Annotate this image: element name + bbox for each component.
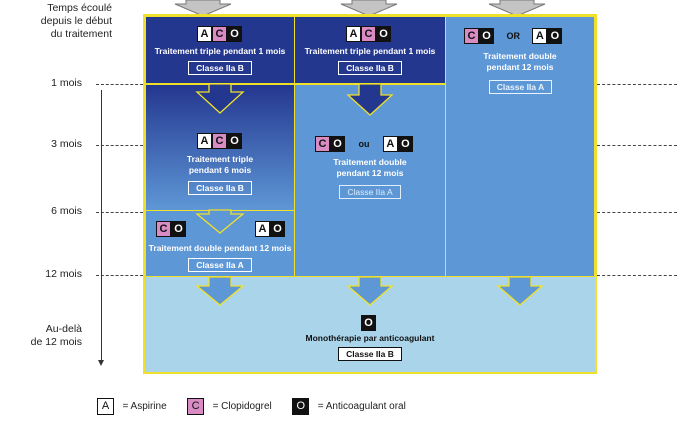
col2-box-o-left: O bbox=[330, 135, 345, 152]
timeline-header-line2: depuis le début bbox=[40, 15, 112, 27]
dash-1-mois-left bbox=[96, 84, 143, 85]
col2-mid-classe-badge: Classe IIa A bbox=[339, 185, 401, 199]
col2-mid-text: Traitement double pendant 12 mois bbox=[295, 157, 445, 179]
col3-box-a: A bbox=[532, 27, 548, 44]
col2-box-a: A bbox=[382, 135, 398, 152]
arrow-col1-6-to-12 bbox=[195, 209, 245, 234]
col3-text: Traitement double pendant 12 mois bbox=[446, 51, 594, 73]
col1-top-box-a: A bbox=[197, 25, 212, 42]
col1-mid-box-a: A bbox=[197, 132, 212, 149]
legend-box-c: C bbox=[187, 398, 205, 416]
arrow-col1-to-mono bbox=[195, 276, 245, 306]
legend-box-o: O bbox=[292, 398, 310, 416]
col1-bottom-box-o-left: O bbox=[171, 220, 186, 237]
col1-mid-text-line1: Traitement triple bbox=[186, 154, 254, 164]
col2-top-text: Traitement triple pendant 1 mois bbox=[304, 46, 436, 56]
col2-box-c: C bbox=[315, 135, 330, 152]
col1-bottom-box-o-right: O bbox=[270, 220, 285, 237]
col3-text-line2: pendant 12 mois bbox=[486, 62, 554, 72]
col1-bottom-classe-badge: Classe IIa A bbox=[188, 258, 252, 272]
arrow-col3-to-mono bbox=[496, 276, 544, 306]
col3-or-label: OR bbox=[506, 30, 520, 41]
col3-classe-badge: Classe IIa A bbox=[489, 80, 552, 94]
col3-box-o-right: O bbox=[547, 27, 563, 44]
timeline-header-line1: Temps écoulé bbox=[47, 2, 112, 14]
col2-top-classe-badge: Classe IIa B bbox=[338, 61, 402, 75]
col1-mid-box-o: O bbox=[227, 132, 242, 149]
col1-top-box-c: C bbox=[212, 25, 227, 42]
timeline-label-12-mois: 12 mois bbox=[45, 268, 82, 280]
timeline-label-de-12-mois: de 12 mois bbox=[30, 336, 82, 348]
legend-label-clopidogrel: = Clopidogrel bbox=[212, 401, 272, 413]
col1-top-classe-badge: Classe IIa B bbox=[188, 61, 252, 75]
dash-6-mois-right bbox=[597, 212, 677, 213]
timeline-label-6-mois: 6 mois bbox=[51, 205, 82, 217]
mono-box-o: O bbox=[361, 314, 376, 331]
dash-12-mois-right bbox=[597, 275, 677, 276]
top-arrow-col1 bbox=[174, 0, 232, 17]
col1-mid-classe-badge: Classe IIa B bbox=[188, 181, 252, 195]
mono-classe-badge: Classe IIa B bbox=[338, 347, 402, 361]
dash-6-mois-left bbox=[96, 212, 143, 213]
col1-top-text: Traitement triple pendant 1 mois bbox=[154, 46, 286, 56]
top-arrow-col3 bbox=[488, 0, 546, 17]
col1-top-box-o: O bbox=[227, 25, 242, 42]
legend-label-anticoagulant: = Anticoagulant oral bbox=[317, 401, 406, 413]
arrow-col2-1-to-mid bbox=[346, 83, 394, 116]
mono-box-wrap: O bbox=[361, 314, 376, 332]
col2-mid-text-line2: pendant 12 mois bbox=[336, 168, 404, 178]
col3-text-line1: Traitement double bbox=[483, 51, 557, 61]
timeline-label-1-mois: 1 mois bbox=[51, 77, 82, 89]
timeline-axis-arrowhead bbox=[98, 360, 104, 366]
timeline-header-line3: du traitement bbox=[50, 28, 112, 40]
col3-box-o-left: O bbox=[479, 27, 494, 44]
col1-bottom-box-a: A bbox=[255, 220, 270, 237]
dash-3-mois-right bbox=[597, 145, 677, 146]
col2-or-label: ou bbox=[358, 138, 370, 149]
top-arrows bbox=[174, 0, 546, 17]
arrow-col2-to-mono bbox=[346, 276, 394, 306]
timeline-axis bbox=[101, 90, 102, 362]
col1-mid-box-c: C bbox=[212, 132, 227, 149]
timeline-label-au-dela: Au-delà bbox=[45, 323, 82, 335]
col2-top-box-c: C bbox=[361, 25, 376, 42]
top-arrow-col2 bbox=[340, 0, 398, 17]
col1-mid-text: Traitement triple pendant 6 mois bbox=[146, 154, 294, 176]
col2-top-box-a: A bbox=[346, 25, 361, 42]
dash-3-mois-left bbox=[96, 145, 143, 146]
dash-12-mois-left bbox=[96, 275, 143, 276]
col1-bottom-text: Traitement double pendant 12 mois bbox=[148, 243, 292, 253]
timeline-header: Temps écoulé depuis le début du traiteme… bbox=[0, 2, 112, 41]
timeline-label-3-mois: 3 mois bbox=[51, 138, 82, 150]
mono-text: Monothérapie par anticoagulant bbox=[305, 333, 435, 343]
legend: A = Aspirine C = Clopidogrel O = Anticoa… bbox=[97, 398, 406, 416]
col2-box-o-right: O bbox=[397, 135, 413, 152]
col1-bottom-box-c: C bbox=[156, 220, 171, 237]
dash-1-mois-right bbox=[597, 84, 677, 85]
legend-box-a: A bbox=[97, 398, 114, 416]
col1-mid-text-line2: pendant 6 mois bbox=[188, 165, 252, 175]
legend-label-aspirine: = Aspirine bbox=[122, 401, 167, 413]
col2-mid-text-line1: Traitement double bbox=[333, 157, 407, 167]
arrow-col1-1-to-3 bbox=[195, 83, 245, 114]
col2-top-box-o: O bbox=[376, 25, 391, 42]
col3-box-c: C bbox=[464, 27, 479, 44]
